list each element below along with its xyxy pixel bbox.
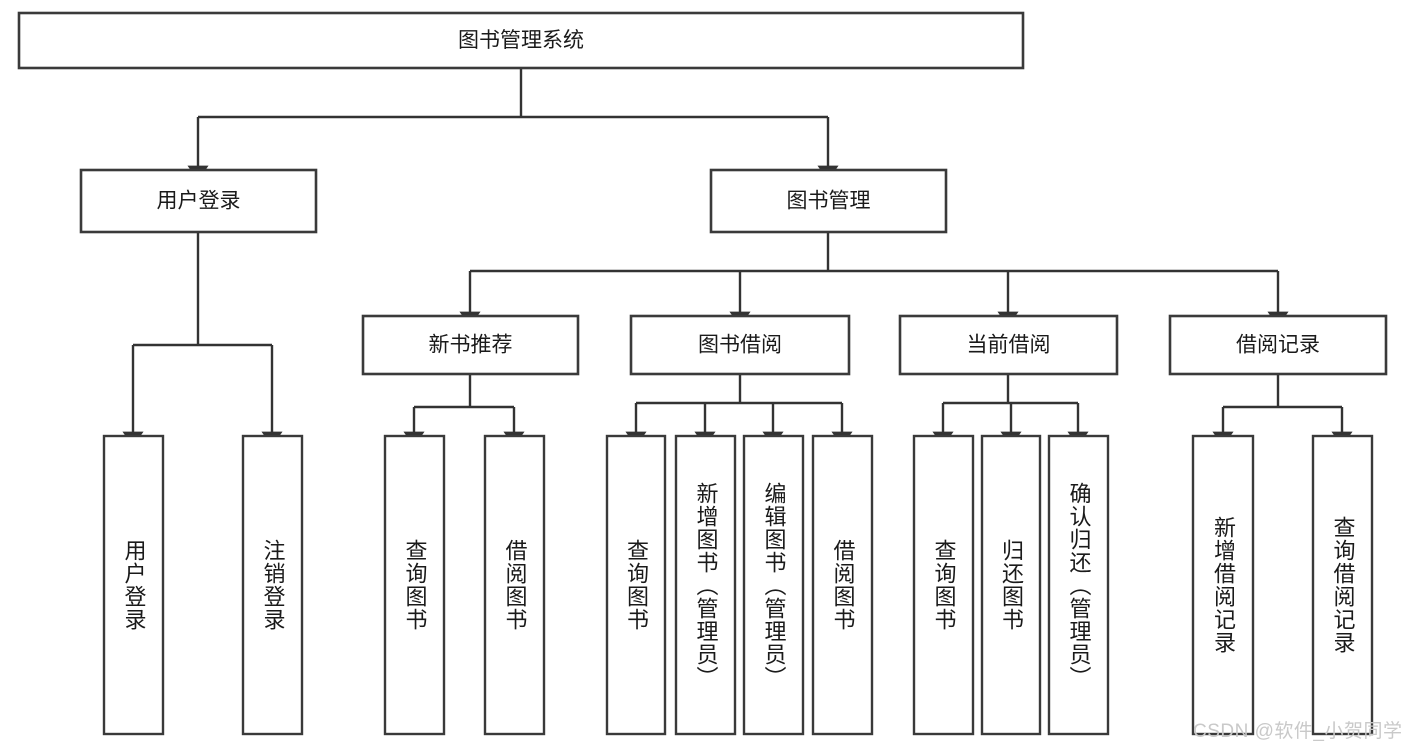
node-box[interactable]	[241, 434, 304, 736]
node-label: 图书借阅	[698, 334, 782, 357]
node-leaf[interactable]	[1047, 434, 1110, 736]
node-leaf[interactable]	[483, 434, 546, 736]
node-leaf[interactable]	[1191, 434, 1255, 736]
connector-group-login-split	[122, 232, 283, 447]
node-box[interactable]	[17, 11, 1025, 70]
connector-group-manage-split	[459, 232, 1289, 327]
node-leaf[interactable]	[102, 434, 165, 736]
connector-group-borrow-split	[625, 374, 853, 447]
node-box[interactable]	[1168, 314, 1388, 376]
connector-group-newbook-split	[403, 374, 525, 447]
node-label: 图书管理系统	[458, 29, 584, 52]
node-box[interactable]	[383, 434, 446, 736]
node-box[interactable]	[605, 434, 667, 736]
node-level3[interactable]: 新书推荐	[361, 314, 580, 376]
node-box[interactable]	[898, 314, 1119, 376]
node-level2[interactable]: 图书管理	[709, 168, 948, 234]
node-label: 新书推荐	[429, 334, 513, 357]
node-leaf[interactable]	[742, 434, 805, 736]
node-leaf[interactable]	[980, 434, 1042, 736]
node-box[interactable]	[483, 434, 546, 736]
node-label: 用户登录	[157, 190, 241, 213]
node-box[interactable]	[1311, 434, 1374, 736]
node-box[interactable]	[709, 168, 948, 234]
connector-group-current-split	[932, 374, 1089, 447]
connector-group-record-split	[1212, 374, 1353, 447]
node-level2[interactable]: 用户登录	[79, 168, 318, 234]
node-level3[interactable]: 当前借阅	[898, 314, 1119, 376]
node-leaf[interactable]	[912, 434, 975, 736]
node-box[interactable]	[361, 314, 580, 376]
node-label: 当前借阅	[967, 334, 1051, 357]
node-box[interactable]	[629, 314, 851, 376]
node-label: 借阅记录	[1236, 334, 1320, 357]
node-leaf[interactable]	[241, 434, 304, 736]
node-leaf[interactable]	[383, 434, 446, 736]
connectors-layer	[122, 68, 1353, 447]
node-leaf[interactable]	[674, 434, 737, 736]
node-label: 图书管理	[787, 190, 871, 213]
node-leaf[interactable]	[1311, 434, 1374, 736]
node-root[interactable]: 图书管理系统	[17, 11, 1025, 70]
node-box[interactable]	[811, 434, 874, 736]
connector-group-root-split	[187, 68, 839, 181]
node-leaf[interactable]	[811, 434, 874, 736]
node-box[interactable]	[79, 168, 318, 234]
node-box[interactable]	[1191, 434, 1255, 736]
node-box[interactable]	[1047, 434, 1110, 736]
node-level3[interactable]: 图书借阅	[629, 314, 851, 376]
node-level3[interactable]: 借阅记录	[1168, 314, 1388, 376]
node-box[interactable]	[742, 434, 805, 736]
node-leaf[interactable]	[605, 434, 667, 736]
node-box[interactable]	[912, 434, 975, 736]
node-box[interactable]	[980, 434, 1042, 736]
node-box[interactable]	[674, 434, 737, 736]
node-box[interactable]	[102, 434, 165, 736]
